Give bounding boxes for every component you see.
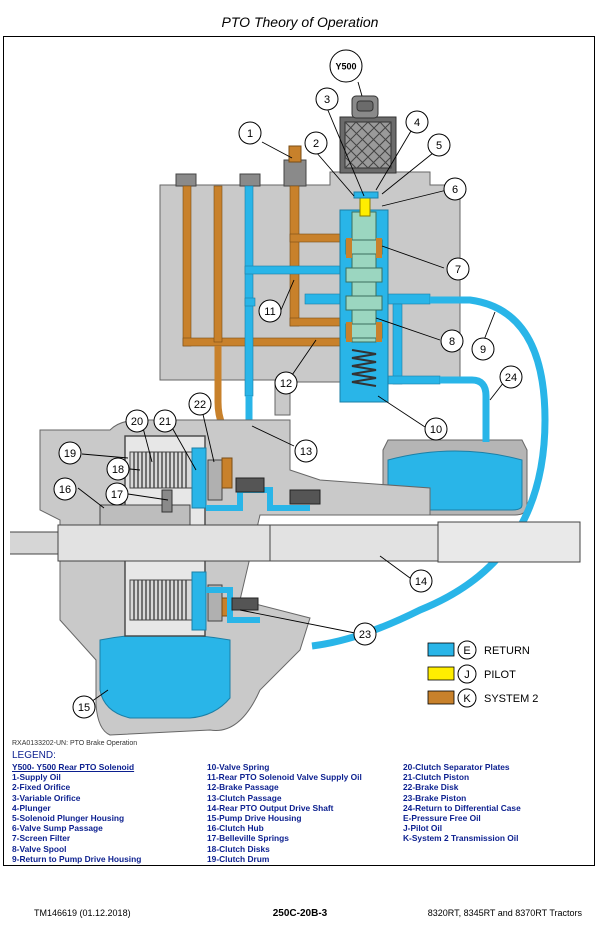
callout-11: 11 xyxy=(264,306,275,318)
legend-item: E-Pressure Free Oil xyxy=(403,812,481,823)
legend-item: 1-Supply Oil xyxy=(12,772,61,783)
return-hose-9 xyxy=(311,296,549,650)
legend-item: 4-Plunger xyxy=(12,802,51,813)
legend-item: Y500- Y500 Rear PTO Solenoid xyxy=(12,762,135,772)
callout-22: 22 xyxy=(194,399,206,411)
pump-drive-housing xyxy=(99,633,231,719)
callout-16: 16 xyxy=(59,484,71,496)
legend-item: 7-Screen Filter xyxy=(12,833,71,844)
callout-20: 20 xyxy=(131,416,143,428)
legend-item: 23-Brake Piston xyxy=(403,792,467,803)
legend-item: 8-Valve Spool xyxy=(12,843,67,854)
key-swatch-system2 xyxy=(427,690,455,705)
callout-17: 17 xyxy=(111,489,123,501)
legend-item: 12-Brake Passage xyxy=(207,782,279,793)
legend-column-3: 20-Clutch Separator Plates 21-Clutch Pis… xyxy=(403,762,521,844)
footer-models: 8320RT, 8345RT and 8370RT Tractors xyxy=(427,908,582,918)
callout-18: 18 xyxy=(112,464,124,476)
callout-8: 8 xyxy=(449,336,455,348)
key-swatch-return xyxy=(427,642,455,657)
solenoid-tag: Y500 xyxy=(329,49,363,83)
legend-item: 17-Belleville Springs xyxy=(207,833,289,844)
legend-item: 16-Clutch Hub xyxy=(207,823,264,834)
belleville-springs xyxy=(161,489,173,513)
callout-9: 9 xyxy=(480,344,486,356)
callout-12: 12 xyxy=(280,378,292,390)
callout-13: 13 xyxy=(300,446,312,458)
pto-housing xyxy=(39,419,431,736)
callout-15: 15 xyxy=(78,702,90,714)
callout-24: 24 xyxy=(505,372,517,384)
clutch-piston-upper xyxy=(191,447,207,509)
legend-item: 11-Rear PTO Solenoid Valve Supply Oil xyxy=(207,772,362,783)
legend-item: 5-Solenoid Plunger Housing xyxy=(12,812,125,823)
legend-item: K-System 2 Transmission Oil xyxy=(403,833,519,844)
callout-10: 10 xyxy=(430,424,442,436)
legend-item: 22-Brake Disk xyxy=(403,782,459,793)
legend-item: 2-Fixed Orifice xyxy=(12,782,71,793)
callout-7: 7 xyxy=(455,264,461,276)
legend-item: 20-Clutch Separator Plates xyxy=(403,762,510,772)
footer-page-number: 250C-20B-3 xyxy=(272,908,328,919)
figure-frame xyxy=(3,36,595,866)
clutch-disks-lower xyxy=(129,579,193,621)
legend-item: 19-Clutch Drum xyxy=(207,853,270,864)
callout-2: 2 xyxy=(313,138,319,150)
callout-5: 5 xyxy=(436,140,442,152)
valve-spool-bore xyxy=(339,191,389,403)
callout-21: 21 xyxy=(159,416,171,428)
legend-item: 15-Pump Drive Housing xyxy=(207,812,302,823)
callout-23: 23 xyxy=(359,629,371,641)
callout-6: 6 xyxy=(452,184,458,196)
legend-item: 9-Return to Pump Drive Housing xyxy=(12,853,142,864)
callout-14: 14 xyxy=(415,576,427,588)
legend-item: 21-Clutch Piston xyxy=(403,772,470,783)
return-hose-24 xyxy=(440,376,490,442)
legend-item: J-Pilot Oil xyxy=(403,823,443,834)
clutch-hub xyxy=(99,504,191,526)
page-title: PTO Theory of Operation xyxy=(221,14,379,30)
key-letter-pilot: J xyxy=(464,669,470,681)
figure-reference: RXA0133202-UN: PTO Brake Operation xyxy=(12,740,138,747)
pto-output-shaft xyxy=(57,524,439,562)
bearings xyxy=(231,477,321,611)
callout-3: 3 xyxy=(324,94,330,106)
legend-title: LEGEND: xyxy=(12,750,56,761)
key-label-system2: SYSTEM 2 xyxy=(484,693,538,705)
legend-item: 24-Return to Differential Case xyxy=(403,802,521,813)
key-label-pilot: PILOT xyxy=(484,669,516,681)
top-fittings xyxy=(175,145,307,187)
brake-disk-upper xyxy=(207,459,223,501)
legend-item: 6-Valve Sump Passage xyxy=(12,823,103,834)
solenoid-y500 xyxy=(339,95,397,174)
callout-19: 19 xyxy=(64,448,76,460)
key-swatch-pilot xyxy=(427,666,455,681)
legend-item: 14-Rear PTO Output Drive Shaft xyxy=(207,802,334,813)
solenoid-tag-label: Y500 xyxy=(335,62,356,72)
legend-column-1: Y500- Y500 Rear PTO Solenoid 1-Supply Oi… xyxy=(12,762,141,864)
legend-item: 10-Valve Spring xyxy=(207,762,270,772)
key-letter-return: E xyxy=(463,645,470,657)
legend-item: 13-Clutch Passage xyxy=(207,792,282,803)
callout-1: 1 xyxy=(247,128,253,140)
callouts: 1 2 3 4 5 6 7 8 9 10 11 12 13 14 15 16 1… xyxy=(53,87,523,719)
color-key: E RETURN J PILOT K SYSTEM 2 xyxy=(427,640,538,708)
legend-item: 18-Clutch Disks xyxy=(207,843,270,854)
legend-item: 3-Variable Orifice xyxy=(12,792,81,803)
key-letter-system2: K xyxy=(463,693,471,705)
clutch-disks-upper xyxy=(129,451,193,489)
legend-column-2: 10-Valve Spring 11-Rear PTO Solenoid Val… xyxy=(207,762,362,864)
callout-4: 4 xyxy=(414,117,420,129)
key-label-return: RETURN xyxy=(484,645,530,657)
clutch-piston-lower xyxy=(191,571,207,631)
footer-doc-id: TM146619 (01.12.2018) xyxy=(34,908,131,918)
